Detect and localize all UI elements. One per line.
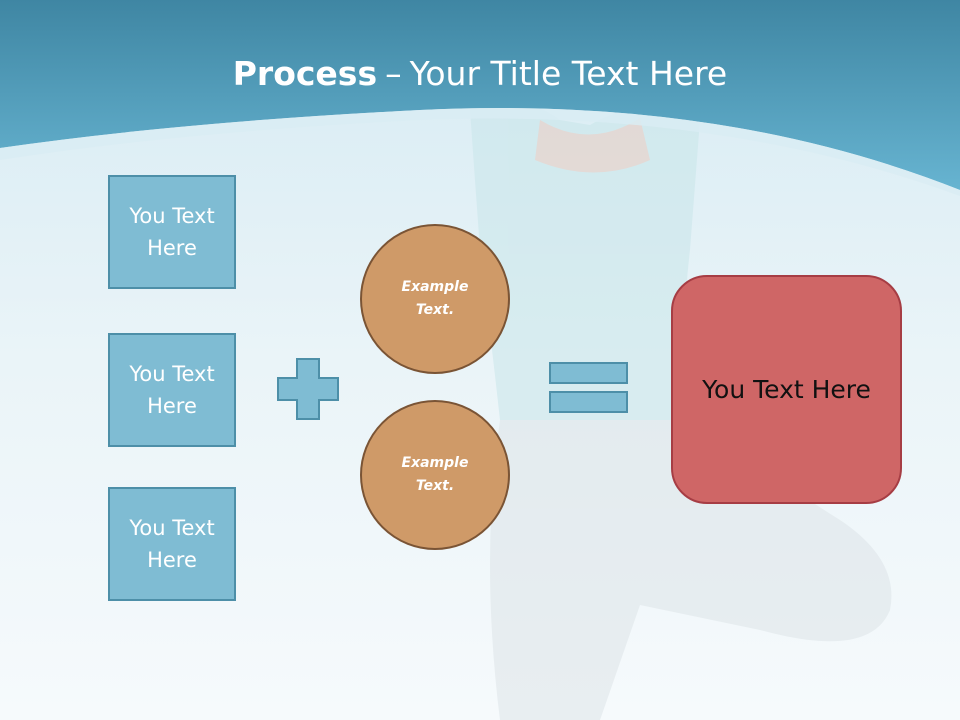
result-box: You Text Here	[671, 275, 902, 504]
example-circle-2: Example Text.	[360, 400, 510, 550]
input-box-3: You Text Here	[108, 487, 236, 601]
equals-icon	[549, 362, 628, 413]
input-box-1: You Text Here	[108, 175, 236, 289]
title-bold: Process	[232, 54, 378, 93]
title-rest: Your Title Text Here	[409, 54, 728, 93]
input-box-2: You Text Here	[108, 333, 236, 447]
page-title: Process–Your Title Text Here	[0, 52, 960, 96]
example-circle-1: Example Text.	[360, 224, 510, 374]
title-dash: –	[385, 54, 402, 93]
plus-icon	[277, 358, 339, 420]
